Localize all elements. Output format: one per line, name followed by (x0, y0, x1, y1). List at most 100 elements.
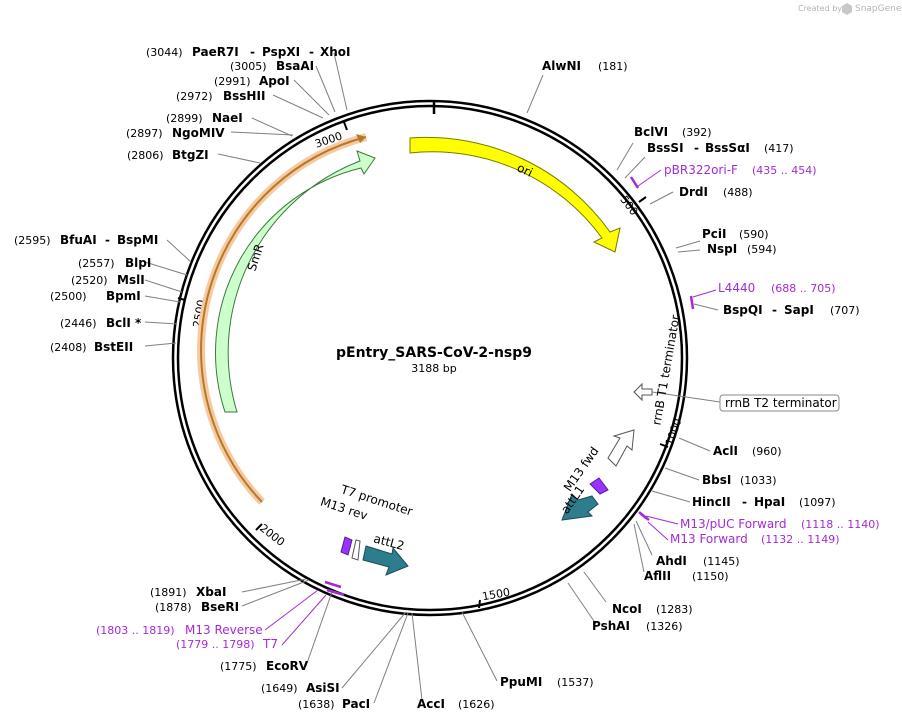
svg-text:(594): (594) (747, 243, 777, 256)
svg-text:(1649): (1649) (261, 682, 298, 695)
primer-m13-puc-forward[interactable]: M13/pUC Forward (1118 .. 1140) (638, 511, 880, 531)
site-bclvi[interactable]: BclVI(392) (634, 125, 712, 139)
svg-text:AclI: AclI (713, 444, 738, 458)
svg-text:BclVI: BclVI (634, 125, 668, 139)
svg-text:(1775): (1775) (220, 660, 257, 673)
site-paer7i-pspxi-xhoi[interactable]: (3044)PaeR7I-PspXI-XhoI (146, 45, 351, 59)
site-bsteii[interactable]: (2408)BstEII (50, 340, 133, 354)
site-bsshii[interactable]: (2972) BssHII (176, 89, 265, 103)
svg-text:BtgZI: BtgZI (172, 148, 209, 162)
backbone-inner-ring (176, 104, 684, 612)
svg-text:(2972): (2972) (176, 90, 213, 103)
m13-fwd-feature[interactable]: M13 fwd (561, 444, 609, 495)
svg-text:BsaAI: BsaAI (276, 59, 314, 73)
plasmid-size: 3188 bp (411, 362, 456, 375)
svg-text:HpaI: HpaI (754, 495, 785, 509)
svg-text:(488): (488) (723, 186, 753, 199)
site-xbai[interactable]: (1891)XbaI (150, 585, 226, 599)
site-ncoi[interactable]: NcoI (1283) (612, 602, 693, 616)
svg-text:(2897): (2897) (126, 127, 163, 140)
svg-text:M13 Forward: M13 Forward (670, 532, 748, 546)
site-acci[interactable]: AccI(1626) (417, 697, 495, 711)
svg-text:AsiSI: AsiSI (306, 681, 340, 695)
svg-text:BseRI: BseRI (201, 600, 239, 614)
primer-t7[interactable]: (1779 .. 1798) T7 (176, 588, 345, 651)
primer-l4440[interactable]: L4440 (688 .. 705) (689, 281, 836, 310)
site-nspi[interactable]: NspI(594) (707, 242, 777, 256)
nsp9-insert-feature[interactable] (197, 133, 368, 505)
svg-text:M13/pUC Forward: M13/pUC Forward (680, 517, 787, 531)
site-pshai[interactable]: PshAI(1326) (592, 619, 683, 633)
svg-text:(181): (181) (598, 60, 628, 73)
svg-text:T7: T7 (262, 637, 278, 651)
site-bcli[interactable]: (2446)BclI * (60, 316, 142, 330)
svg-text:AlwNI: AlwNI (542, 59, 581, 73)
svg-text:BstEII: BstEII (94, 340, 133, 354)
site-hincii-hpai[interactable]: HincII-HpaI(1097) (692, 495, 836, 509)
site-bseri[interactable]: (1878)BseRI (155, 600, 239, 614)
m13-rev-feature[interactable]: M13 rev (319, 495, 370, 556)
site-btgzi[interactable]: (2806)BtgZI (127, 148, 209, 162)
svg-text:M13 Reverse: M13 Reverse (185, 623, 263, 637)
site-ecorv[interactable]: (1775) EcoRV (220, 659, 309, 673)
snapgene-logo-icon (842, 3, 852, 15)
smr-feature[interactable]: SmR (215, 150, 376, 413)
site-ahdi[interactable]: AhdI (1145) (656, 554, 740, 568)
site-drdi[interactable]: DrdI(488) (679, 185, 753, 199)
svg-text:NcoI: NcoI (612, 602, 642, 616)
site-bpmi[interactable]: (2500)BpmI (50, 289, 141, 303)
svg-text:1500: 1500 (481, 586, 511, 604)
site-msli[interactable]: (2520)MslI (71, 273, 145, 287)
svg-text:(1118 .. 1140): (1118 .. 1140) (801, 518, 880, 531)
svg-text:(417): (417) (764, 142, 794, 155)
svg-text:NgoMIV: NgoMIV (172, 126, 225, 140)
primer-pbr322ori-f[interactable]: pBR322ori-F (435 .. 454) (629, 163, 817, 189)
site-blpi[interactable]: (2557)BlpI (78, 256, 151, 270)
site-asisi[interactable]: (1649) AsiSI (261, 681, 340, 695)
ori-label: ori (515, 161, 535, 180)
svg-text:-: - (309, 45, 314, 59)
svg-text:L4440: L4440 (718, 281, 755, 295)
site-naei[interactable]: (2899)NaeI (166, 111, 243, 125)
rrnb-t2-terminator-feature[interactable]: rrnB T2 terminator (633, 382, 840, 412)
svg-text:(1283): (1283) (656, 603, 693, 616)
ori-feature[interactable]: ori (409, 136, 621, 253)
svg-text:ApoI: ApoI (259, 74, 290, 88)
svg-text:(1150): (1150) (692, 570, 729, 583)
svg-text:1000: 1000 (663, 417, 684, 448)
svg-text:(2520): (2520) (71, 274, 108, 287)
svg-text:(1145): (1145) (703, 555, 740, 568)
svg-text:-: - (250, 45, 255, 59)
site-paci[interactable]: (1638)PacI (298, 697, 370, 711)
svg-text:BbsI: BbsI (702, 473, 731, 487)
svg-text:(1132 .. 1149): (1132 .. 1149) (761, 533, 840, 546)
svg-text:BspQI: BspQI (723, 303, 763, 317)
svg-text:(435 .. 454): (435 .. 454) (752, 164, 817, 177)
svg-text:BclI *: BclI * (106, 316, 142, 330)
tick-1500: 1500 (478, 586, 511, 609)
site-pcii[interactable]: PciI(590) (702, 227, 769, 241)
site-bsaai[interactable]: (3005)BsaAI (230, 59, 314, 73)
site-bspqi-sapi[interactable]: BspQI-SapI(707) (723, 303, 860, 317)
primer-m13-forward[interactable]: M13 Forward (1132 .. 1149) (640, 513, 840, 546)
svg-text:EcoRV: EcoRV (266, 659, 309, 673)
svg-text:BssHII: BssHII (223, 89, 265, 103)
svg-text:(590): (590) (739, 228, 769, 241)
site-ngomiv[interactable]: (2897) NgoMIV (126, 126, 225, 140)
site-apoi[interactable]: (2991)ApoI (214, 74, 290, 88)
site-bbsi[interactable]: BbsI(1033) (702, 473, 777, 487)
svg-text:BspMI: BspMI (117, 233, 158, 247)
site-acli[interactable]: AclI(960) (713, 444, 782, 458)
plasmid-title: pEntry_SARS-CoV-2-nsp9 (336, 345, 532, 361)
site-ppumi[interactable]: PpuMI(1537) (500, 675, 594, 689)
site-alwni[interactable]: AlwNI (181) (542, 59, 628, 73)
svg-text:PshAI: PshAI (592, 619, 630, 633)
attl2-feature[interactable]: attL2 (362, 532, 409, 576)
site-aflii[interactable]: AflII(1150) (644, 569, 729, 583)
svg-text:AhdI: AhdI (656, 554, 687, 568)
svg-text:BfuAI: BfuAI (60, 233, 97, 247)
site-bsssi-bsssai[interactable]: BssSI-BssSαI(417) (647, 141, 794, 155)
svg-text:PaeR7I: PaeR7I (192, 45, 239, 59)
primer-m13-reverse[interactable]: (1803 .. 1819) M13 Reverse (96, 580, 342, 637)
site-bfuai-bspmi[interactable]: (2595)BfuAI-BspMI (14, 233, 158, 247)
